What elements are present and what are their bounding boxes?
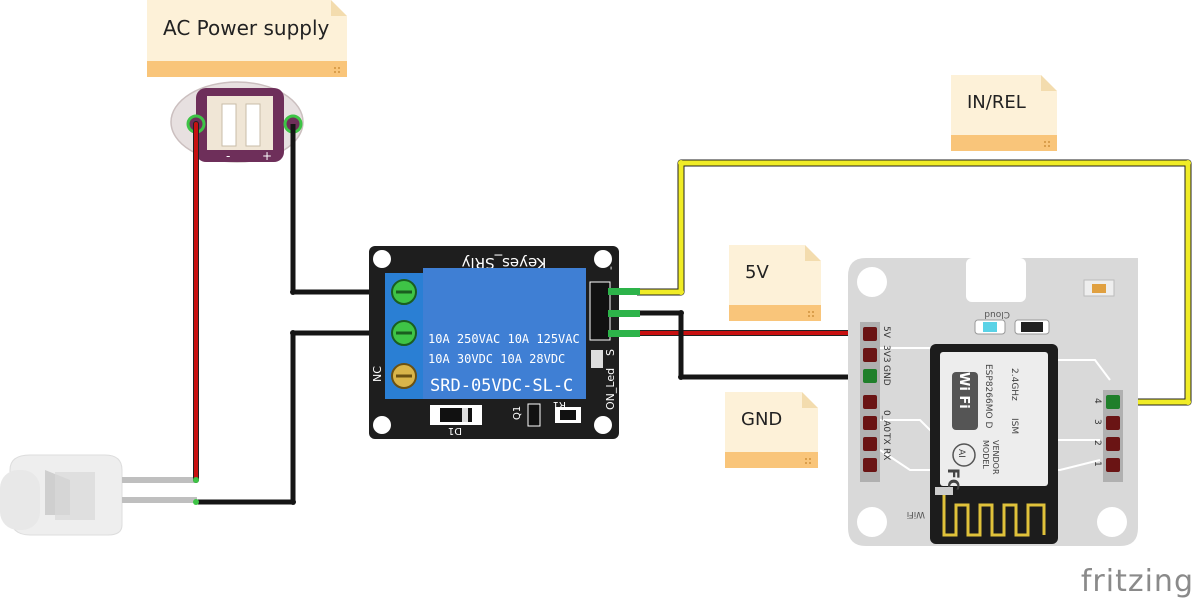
wifi-module-model: ESP8266MO D: [983, 364, 993, 428]
relay-on-led-label: ON_Led: [604, 368, 617, 410]
note-in-rel-text: IN/REL: [967, 92, 1026, 113]
relay-module: Keyes_SRly 10A 250VAC 10A 125VAC 10A 30V…: [369, 246, 640, 439]
wifi-module-ism: ISM: [1009, 418, 1019, 434]
relay-rating-line2: 10A 30VDC 10A 28VDC: [428, 352, 565, 366]
relay-r1-label: R1: [553, 399, 566, 410]
wifi-left-header-pins: [863, 327, 877, 472]
wire-black-gnd: [637, 310, 870, 380]
wifi-label-5v: 5V: [881, 326, 891, 339]
wires: [193, 121, 1192, 505]
relay-nc-label: NC: [371, 366, 384, 382]
note-ac-power-supply: AC Power supply: [147, 0, 347, 77]
note-5v: 5V: [729, 245, 821, 321]
note-gnd-text: GND: [741, 409, 783, 430]
connector-plus-label: +: [262, 149, 272, 163]
relay-pin-s-label: S: [604, 349, 617, 356]
relay-rating-line1: 10A 250VAC 10A 125VAC: [428, 332, 580, 346]
wifi-label-pin4: 4: [1092, 398, 1102, 404]
wifi-right-header-pins: [1106, 395, 1120, 472]
wifi-board: Cloud 5V 3V3 GND 0_A0 TX RX 4 3 2 1: [848, 258, 1138, 546]
wifi-label-gnd: GND: [881, 365, 891, 386]
wifi-module-band: 2.4GHz: [1009, 368, 1019, 401]
wifi-module-vendor: AI: [956, 449, 966, 458]
wifi-label-pin3: 3: [1092, 419, 1102, 425]
wifi-fc-mark: FC: [944, 468, 963, 491]
wifi-label-rx: RX: [881, 448, 891, 460]
wifi-vendor-tag: VENDOR: [991, 440, 1000, 475]
relay-pin-minus-label: -: [604, 266, 617, 270]
note-in-rel: IN/REL: [951, 75, 1057, 151]
ac-power-connector: - +: [170, 81, 304, 163]
relay-d1-label: D1: [448, 425, 462, 436]
wifi-model-tag: MODEL: [981, 440, 990, 469]
wifi-label-a0: 0_A0: [881, 410, 891, 432]
connector-minus-label: -: [226, 149, 230, 163]
wifi-board-wifi-label: WiFi: [907, 509, 925, 519]
fritzing-logo: fritzing: [1080, 564, 1194, 599]
wifi-logo-icon: Wi Fi: [952, 372, 978, 430]
wire-black-led: [196, 330, 404, 505]
relay-q1-label: Q1: [512, 406, 523, 420]
antenna-icon: [942, 495, 1046, 537]
wifi-label-3v3: 3V3: [881, 345, 891, 363]
note-ac-power-supply-text: AC Power supply: [163, 16, 330, 40]
wifi-label-pin2: 2: [1092, 440, 1102, 446]
wifi-cloud-label: Cloud: [984, 309, 1010, 319]
relay-brand-label: Keyes_SRly: [462, 253, 547, 272]
note-gnd: GND: [725, 392, 818, 468]
relay-model-label: SRD-05VDC-SL-C: [430, 376, 573, 396]
wifi-logo-text: Wi Fi: [956, 372, 971, 409]
wifi-label-pin1: 1: [1092, 461, 1102, 467]
wifi-label-tx: TX: [881, 432, 891, 445]
led-bulb: [0, 454, 197, 536]
note-5v-text: 5V: [745, 262, 769, 283]
